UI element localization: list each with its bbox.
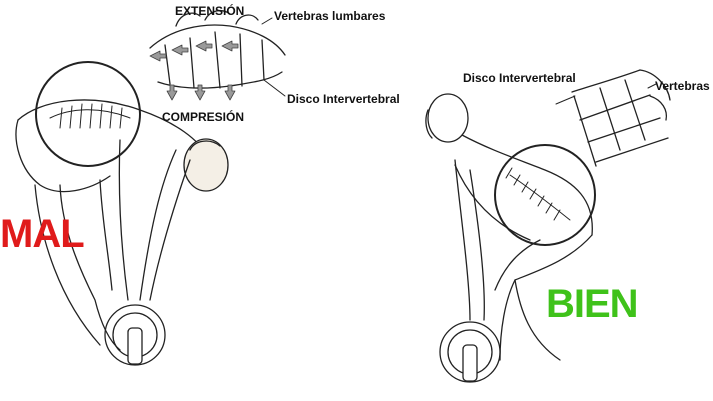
label-vertebras-lumbares: Vertebras lumbares [274,9,386,23]
label-vertebras: Vertebras [655,79,710,93]
verdict-good: BIEN [546,282,639,326]
label-disco-intervertebral-right: Disco Intervertebral [463,71,576,85]
lumbar-vertebrae-detail-bad [149,9,286,101]
label-disco-intervertebral-left: Disco Intervertebral [287,92,400,106]
vertebrae-detail-good [555,69,671,167]
label-compresion: COMPRESIÓN [162,110,245,124]
bad-lift-figure [15,61,229,366]
good-lift-figure [425,93,596,383]
verdict-bad: MAL [0,212,85,256]
label-extension: EXTENSIÓN [175,4,245,18]
